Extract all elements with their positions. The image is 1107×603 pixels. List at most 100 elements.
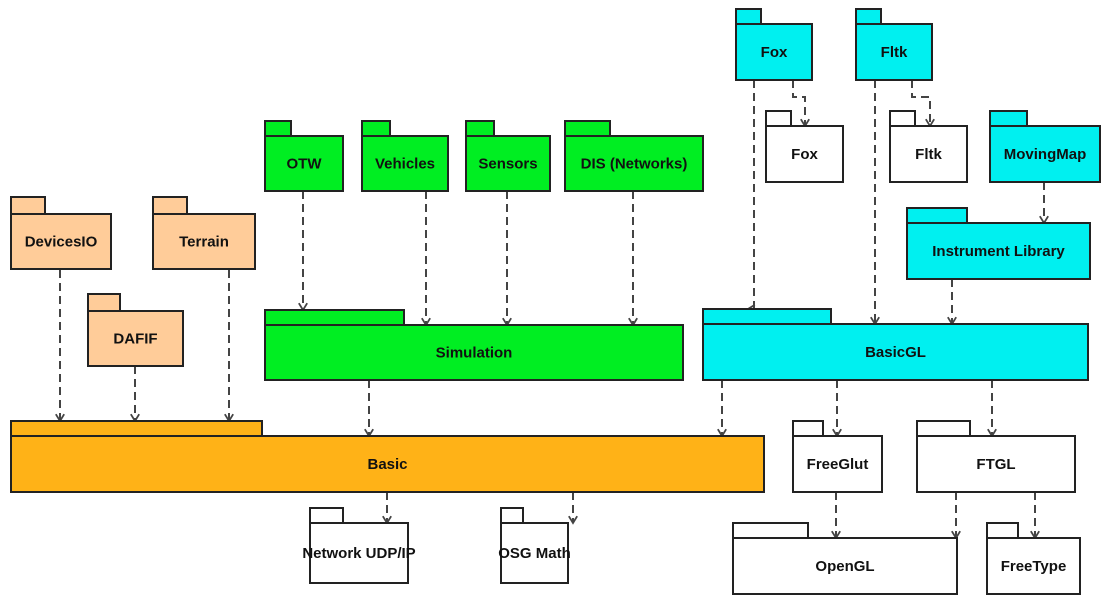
package-terrain[interactable]: Terrain bbox=[152, 196, 256, 270]
package-tab bbox=[906, 207, 968, 224]
package-body bbox=[986, 537, 1081, 595]
package-tab bbox=[855, 8, 882, 25]
arrowhead-icon bbox=[1039, 215, 1049, 225]
package-label: Fltk bbox=[881, 44, 908, 61]
dependency-instrument-to-basicgl bbox=[947, 279, 957, 326]
dependency-vehicles-to-simulation bbox=[421, 191, 431, 327]
package-basic[interactable]: Basic bbox=[10, 420, 765, 493]
package-osgmath[interactable]: OSG Math bbox=[498, 507, 571, 584]
package-tab bbox=[10, 196, 46, 215]
package-body bbox=[889, 125, 968, 183]
dependency-basicgl-to-basic bbox=[717, 380, 727, 438]
package-tab bbox=[465, 120, 495, 137]
dependency-sensors-to-simulation bbox=[502, 191, 512, 327]
package-label: Network UDP/IP bbox=[302, 545, 415, 562]
package-tab bbox=[916, 420, 971, 437]
dependency-freeglut-to-opengl bbox=[831, 492, 841, 540]
package-tab bbox=[765, 110, 792, 127]
dependency-line bbox=[748, 80, 755, 310]
package-body bbox=[500, 522, 569, 584]
dependency-basic-to-osgmath bbox=[568, 492, 578, 525]
package-network[interactable]: Network UDP/IP bbox=[302, 507, 416, 584]
dependency-otw-to-simulation bbox=[298, 191, 308, 312]
package-body bbox=[564, 135, 704, 192]
package-tab bbox=[87, 293, 121, 312]
dependency-fox_gui-to-basicgl bbox=[746, 80, 756, 314]
package-fltk_gui[interactable]: Fltk bbox=[855, 8, 933, 81]
package-body bbox=[10, 213, 112, 270]
package-freeglut[interactable]: FreeGlut bbox=[792, 420, 883, 493]
package-tab bbox=[564, 120, 611, 137]
package-body bbox=[735, 23, 813, 81]
package-label: Vehicles bbox=[375, 156, 435, 173]
package-vehicles[interactable]: Vehicles bbox=[361, 120, 449, 192]
package-body bbox=[916, 435, 1076, 493]
package-label: DIS (Networks) bbox=[581, 156, 688, 173]
package-ftgl[interactable]: FTGL bbox=[916, 420, 1076, 493]
package-label: FTGL bbox=[976, 456, 1015, 473]
package-tab bbox=[264, 309, 405, 326]
package-label: FreeType bbox=[1001, 558, 1067, 575]
package-tab bbox=[500, 507, 524, 524]
package-label: OpenGL bbox=[815, 558, 874, 575]
package-tab bbox=[889, 110, 916, 127]
package-tab bbox=[361, 120, 391, 137]
package-tab bbox=[989, 110, 1028, 127]
package-label: Sensors bbox=[478, 156, 537, 173]
package-body bbox=[264, 135, 344, 192]
arrowhead-icon bbox=[130, 413, 140, 423]
package-devicesio[interactable]: DevicesIO bbox=[10, 196, 112, 270]
package-body bbox=[989, 125, 1101, 183]
package-basicgl[interactable]: BasicGL bbox=[702, 308, 1089, 381]
package-body bbox=[855, 23, 933, 81]
dependency-movingmap-to-instrument bbox=[1039, 182, 1049, 225]
package-fox_lib[interactable]: Fox bbox=[765, 110, 844, 183]
package-body bbox=[152, 213, 256, 270]
package-tab bbox=[792, 420, 824, 437]
dependency-basicgl-to-freeglut bbox=[832, 380, 842, 438]
package-fox_gui[interactable]: Fox bbox=[735, 8, 813, 81]
package-sensors[interactable]: Sensors bbox=[465, 120, 551, 192]
package-label: Basic bbox=[367, 456, 407, 473]
package-movingmap[interactable]: MovingMap bbox=[989, 110, 1101, 183]
package-label: Terrain bbox=[179, 234, 229, 251]
package-simulation[interactable]: Simulation bbox=[264, 309, 684, 381]
package-opengl[interactable]: OpenGL bbox=[732, 522, 958, 595]
package-body bbox=[792, 435, 883, 493]
package-fltk_lib[interactable]: Fltk bbox=[889, 110, 968, 183]
package-otw[interactable]: OTW bbox=[264, 120, 344, 192]
dependency-line bbox=[911, 80, 931, 126]
dependency-line bbox=[792, 80, 806, 126]
package-label: DevicesIO bbox=[25, 234, 98, 251]
package-tab bbox=[986, 522, 1019, 539]
dependency-dis-to-simulation bbox=[628, 191, 638, 327]
package-dafif[interactable]: DAFIF bbox=[87, 293, 184, 367]
package-label: Instrument Library bbox=[932, 243, 1065, 260]
package-label: MovingMap bbox=[1004, 146, 1087, 163]
dependency-simulation-to-basic bbox=[364, 380, 374, 438]
package-body bbox=[765, 125, 844, 183]
dependency-basicgl-to-ftgl bbox=[987, 380, 997, 438]
dependency-fox_gui-to-fox_lib bbox=[792, 80, 810, 128]
package-label: Fox bbox=[761, 44, 788, 61]
package-dis[interactable]: DIS (Networks) bbox=[564, 120, 704, 192]
package-label: Fltk bbox=[915, 146, 942, 163]
package-freetype[interactable]: FreeType bbox=[986, 522, 1081, 595]
package-tab bbox=[10, 420, 263, 437]
package-body bbox=[264, 324, 684, 381]
arrowhead-icon bbox=[568, 515, 578, 525]
package-tab bbox=[735, 8, 762, 25]
package-label: BasicGL bbox=[865, 344, 926, 361]
dependency-fltk_gui-to-basicgl bbox=[870, 80, 880, 326]
package-instrument[interactable]: Instrument Library bbox=[906, 207, 1091, 280]
package-body bbox=[906, 222, 1091, 280]
dependency-devicesio-to-basic bbox=[55, 270, 65, 423]
package-tab bbox=[264, 120, 292, 137]
arrowhead-icon bbox=[298, 302, 308, 312]
package-label: FreeGlut bbox=[807, 456, 869, 473]
package-tab bbox=[732, 522, 809, 539]
dependency-ftgl-to-freetype bbox=[1030, 492, 1040, 540]
package-label: Fox bbox=[791, 146, 818, 163]
